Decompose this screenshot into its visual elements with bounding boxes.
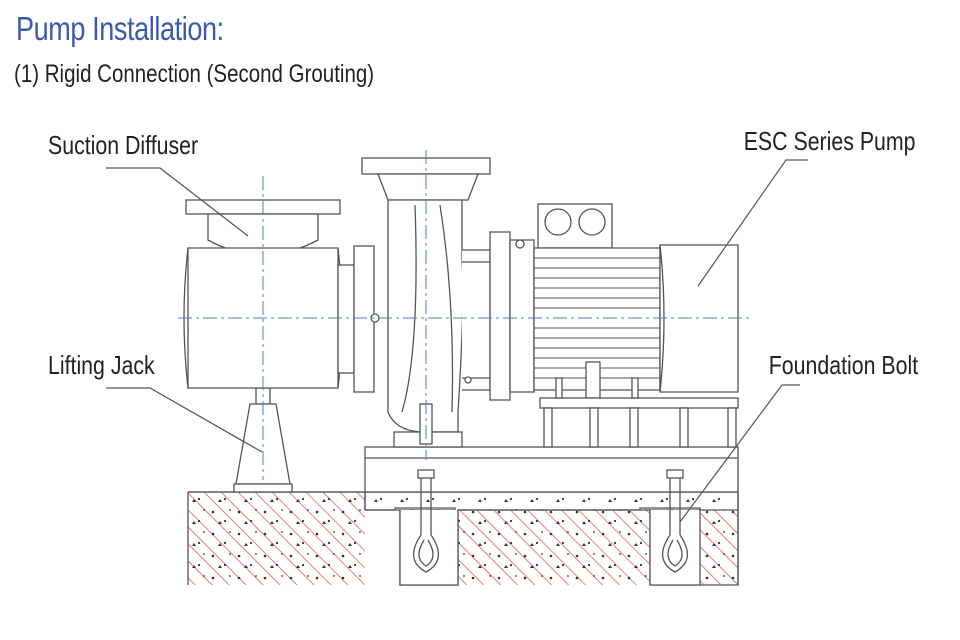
foundation-bolt-label: Foundation Bolt xyxy=(768,350,918,380)
motor-stand xyxy=(539,377,739,448)
suction-diffuser-label: Suction Diffuser xyxy=(48,130,199,160)
leader-lines xyxy=(106,159,808,523)
motor xyxy=(533,203,739,399)
esc-series-pump-label: ESC Series Pump xyxy=(744,126,916,156)
page-title: Pump Installation: xyxy=(16,10,224,47)
lifting-jack-label: Lifting Jack xyxy=(48,350,155,380)
concrete-foundation xyxy=(187,491,739,586)
foundation-bolt-left xyxy=(413,469,439,573)
foundation-bolt-right xyxy=(662,469,688,573)
pump-casing xyxy=(361,157,491,448)
centerlines xyxy=(178,150,750,480)
suction-diffuser xyxy=(183,199,375,393)
page-subtitle: (1) Rigid Connection (Second Grouting) xyxy=(14,60,375,88)
